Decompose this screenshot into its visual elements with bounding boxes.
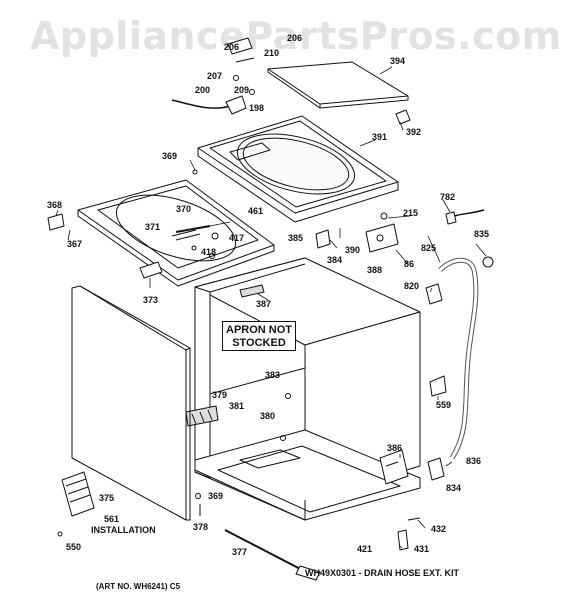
power-cord — [171, 95, 247, 115]
leader-lines — [55, 66, 487, 549]
leg-rod — [224, 529, 321, 581]
part-label: 417 — [229, 233, 245, 243]
part-label: 206 — [287, 33, 303, 43]
part-label: 368 — [47, 200, 63, 210]
part-label: 782 — [440, 192, 456, 202]
part-label: 381 — [229, 401, 245, 411]
part-label: 561 — [104, 514, 120, 524]
part-label: 206 — [224, 42, 240, 52]
part-label: 369 — [208, 491, 224, 501]
part-label: 380 — [260, 411, 276, 421]
part-label: 86 — [404, 259, 415, 269]
part-label: 371 — [145, 222, 161, 232]
part-label: 198 — [249, 103, 265, 113]
part-label: 207 — [207, 71, 223, 81]
part-label: 200 — [195, 85, 211, 95]
part-label: 367 — [67, 239, 83, 249]
part-label: 370 — [176, 204, 192, 214]
part-label: 377 — [232, 547, 248, 557]
part-label: 835 — [474, 229, 490, 239]
top-panel — [197, 115, 399, 223]
part-label: 369 — [162, 151, 178, 161]
part-label: 431 — [414, 544, 430, 554]
tub-frame — [77, 179, 275, 287]
part-label: 388 — [367, 265, 383, 275]
installation-plate — [61, 471, 95, 517]
part-label: 461 — [248, 206, 264, 216]
apron-note-line-2: STOCKED — [232, 337, 286, 349]
part-label: 559 — [436, 400, 452, 410]
installation-label: INSTALLATION — [91, 525, 156, 535]
part-label: 834 — [446, 483, 462, 493]
part-label: 390 — [345, 245, 361, 255]
drain-hose-kit-note: WH49X0301 - DRAIN HOSE EXT. KIT — [305, 568, 460, 578]
top-lid — [267, 61, 409, 109]
part-label: 391 — [372, 132, 388, 142]
part-label: 385 — [288, 233, 304, 243]
part-label: 550 — [66, 542, 82, 552]
part-label: 210 — [264, 48, 280, 58]
art-number: (ART NO. WH6241) C5 — [96, 582, 181, 591]
part-label: 418 — [201, 247, 217, 257]
cabinet — [185, 257, 421, 521]
part-label: 215 — [403, 208, 419, 218]
part-label: 384 — [327, 255, 343, 265]
part-label: 378 — [193, 522, 209, 532]
part-label: 432 — [431, 524, 447, 534]
part-label: 379 — [212, 390, 228, 400]
part-label: 387 — [256, 299, 272, 309]
part-label: 375 — [99, 493, 115, 503]
part-label: 383 — [265, 370, 281, 380]
part-label: 825 — [421, 243, 437, 253]
part-label: 820 — [404, 281, 420, 291]
front-panel — [71, 285, 191, 521]
part-label: 421 — [357, 544, 373, 554]
part-label: 836 — [466, 456, 482, 466]
part-label: 386 — [387, 443, 403, 453]
part-label: 209 — [234, 85, 250, 95]
part-label: 394 — [390, 56, 406, 66]
watermark: AppliancePartsPros.com — [30, 14, 562, 58]
apron-not-stocked-note: APRON NOT STOCKED — [222, 321, 296, 351]
small-parts — [47, 37, 485, 551]
apron-note-line-1: APRON NOT — [226, 324, 292, 336]
drain-hose — [438, 256, 494, 460]
part-label: 373 — [143, 295, 159, 305]
part-label: 392 — [406, 127, 422, 137]
